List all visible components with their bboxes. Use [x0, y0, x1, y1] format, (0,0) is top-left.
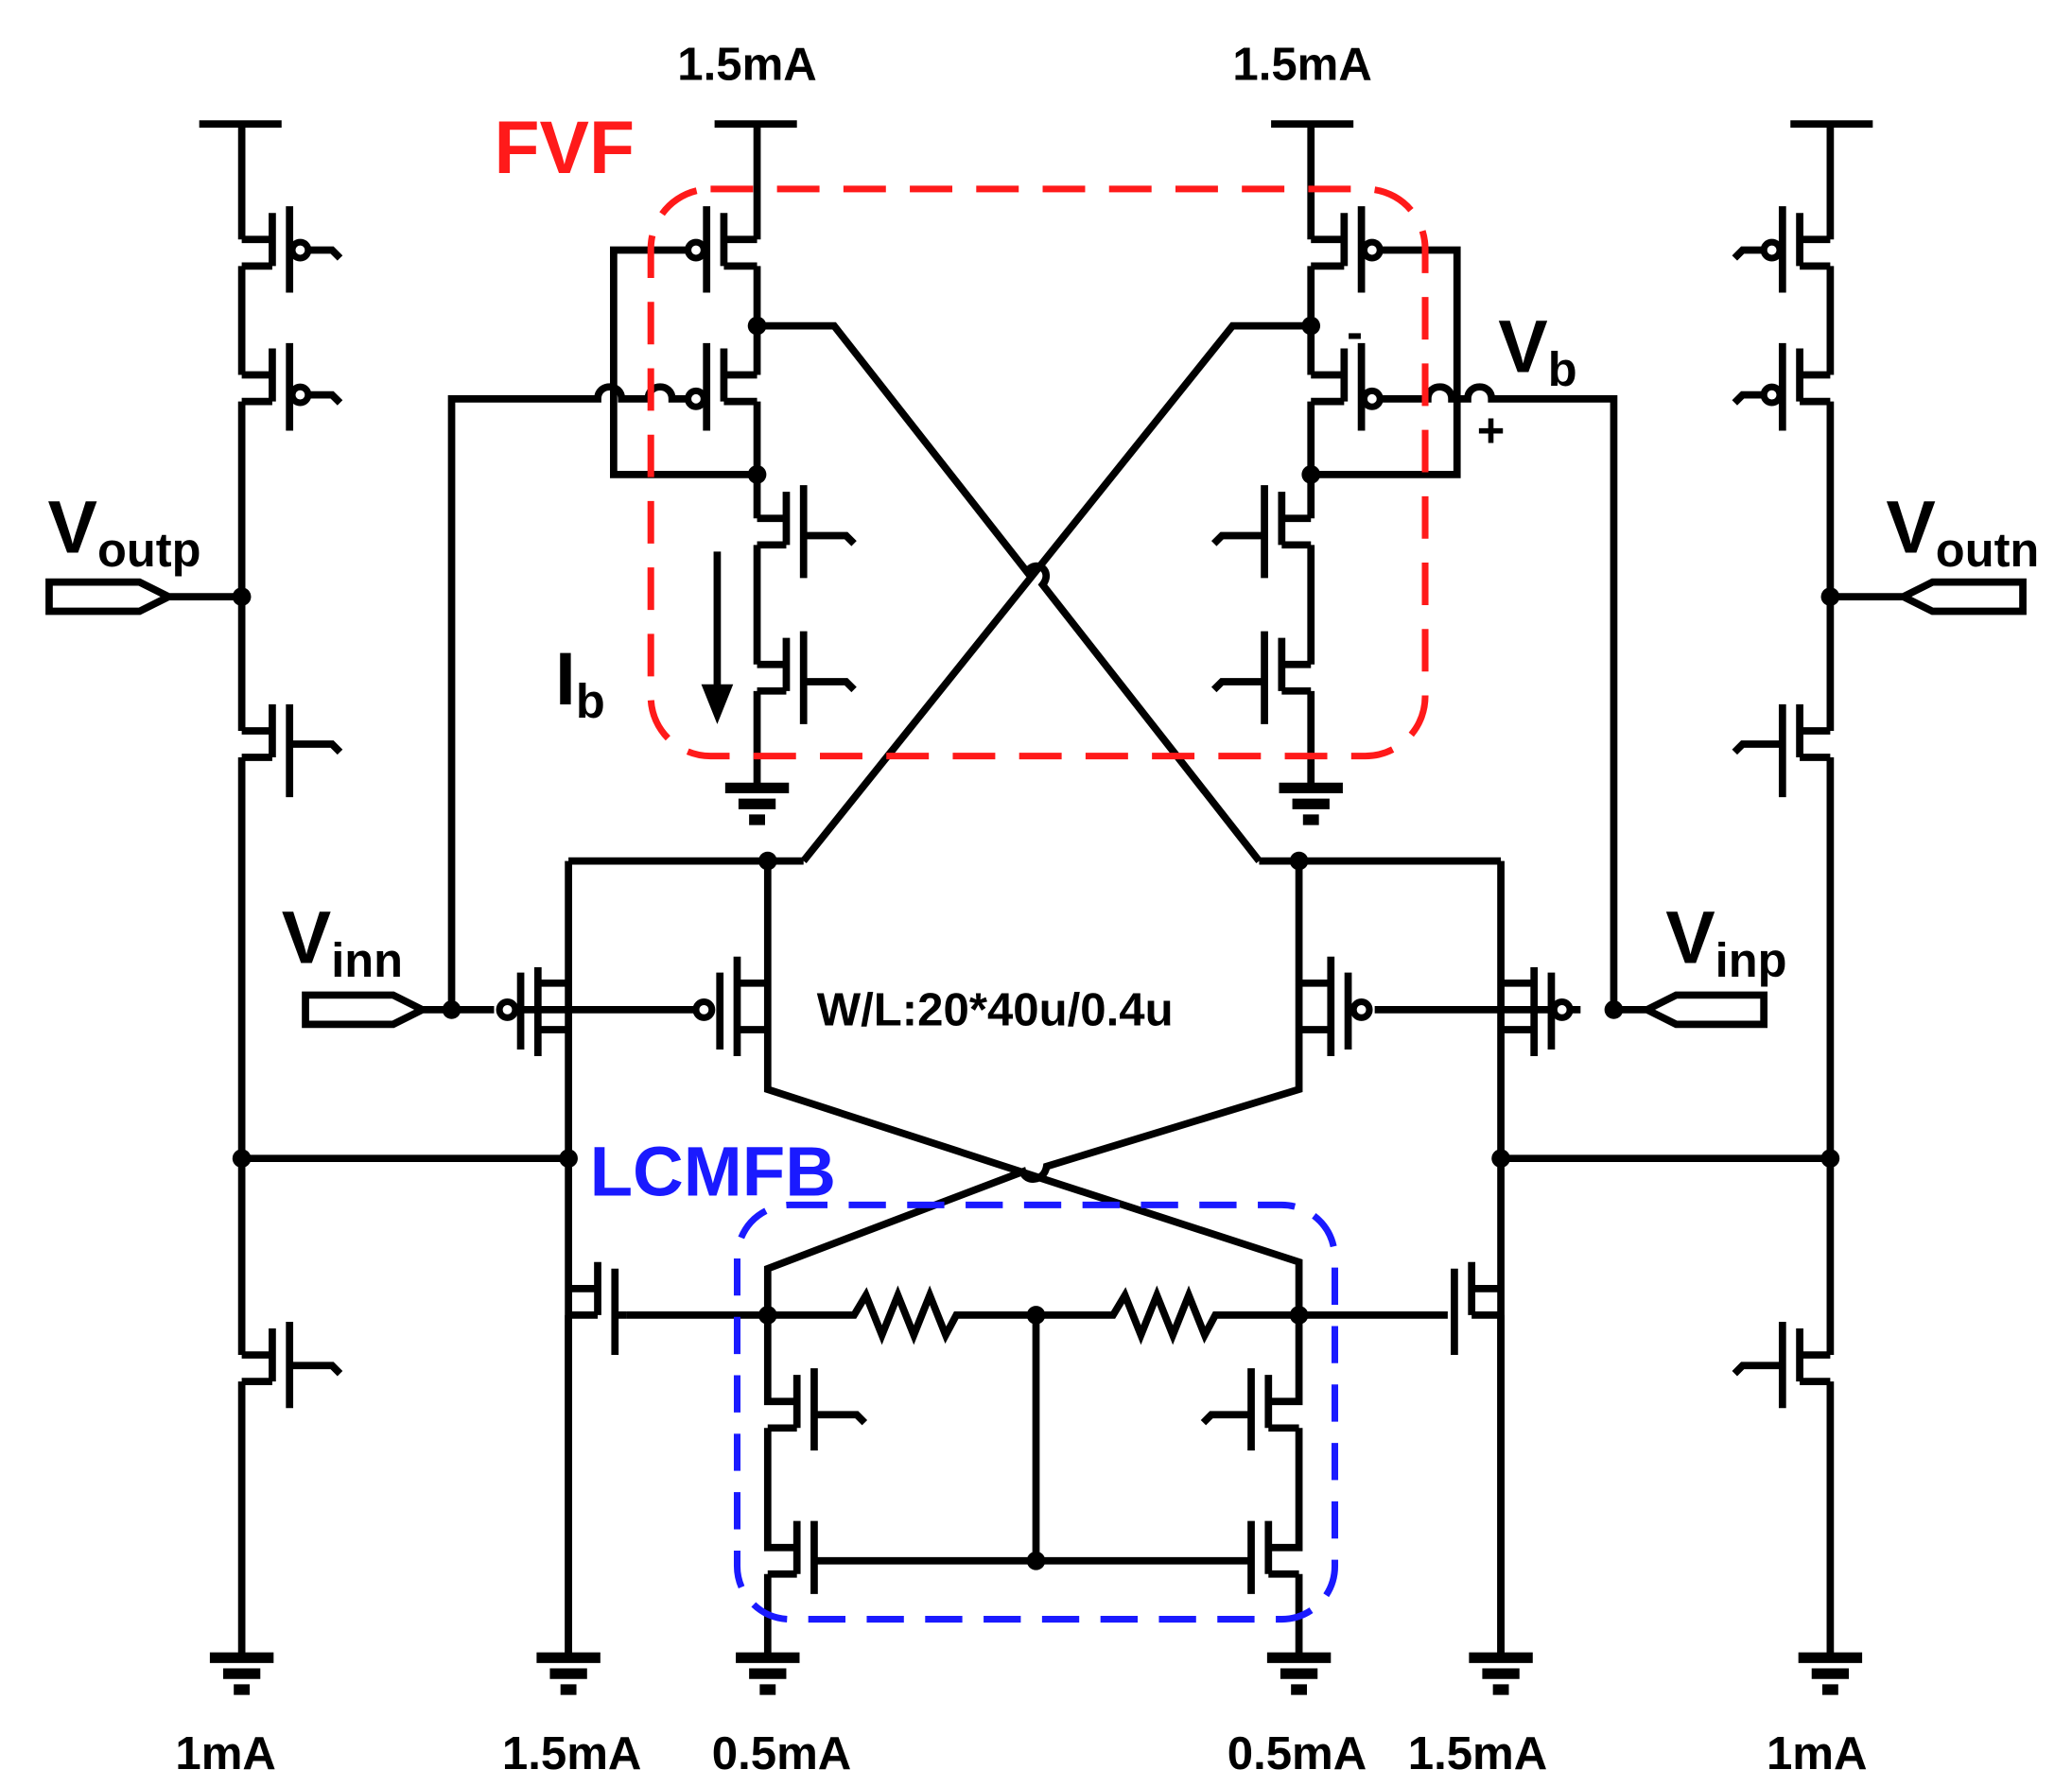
ib-arrow-icon [701, 551, 734, 724]
ground-symbols [209, 782, 1863, 1695]
minus-sign: - [1347, 304, 1363, 358]
vinn-label: Vinn [282, 896, 403, 987]
junction-dots [232, 316, 1840, 1570]
vb-label: Vb [1498, 305, 1576, 396]
current-bottom-2: 1.5mA [502, 1728, 642, 1779]
voutn-label: Voutn [1886, 486, 2039, 577]
current-bottom-1: 1mA [175, 1728, 276, 1779]
vinp-label: Vinp [1665, 896, 1786, 987]
ground-icon [1469, 1652, 1533, 1695]
pmos-bubbles [288, 238, 1784, 1021]
ib-label: Ib [555, 637, 605, 728]
ground-icon [536, 1652, 601, 1695]
plus-sign: + [1477, 403, 1506, 457]
lcmfb-boundary [733, 1201, 1339, 1623]
current-bottom-5: 1.5mA [1408, 1728, 1547, 1779]
voutp-label: Voutp [48, 486, 201, 577]
ground-icon [209, 1652, 274, 1695]
lcmfb-label: LCMFB [590, 1133, 836, 1211]
ground-icon [1266, 1652, 1332, 1695]
ground-icon [736, 1652, 800, 1695]
wl-label: W/L:20*40u/0.4u [817, 985, 1174, 1036]
fvf-label: FVF [494, 106, 635, 189]
ground-icon [724, 782, 790, 825]
ground-icon [1798, 1652, 1863, 1695]
current-top-left: 1.5mA [677, 40, 816, 91]
current-bottom-4: 0.5mA [1228, 1728, 1367, 1779]
wires [45, 120, 2027, 1655]
ground-icon [1279, 782, 1343, 825]
current-bottom-3: 0.5mA [712, 1728, 852, 1779]
current-top-right: 1.5mA [1232, 40, 1372, 91]
fvf-boundary [647, 185, 1429, 760]
current-bottom-6: 1mA [1767, 1728, 1868, 1779]
